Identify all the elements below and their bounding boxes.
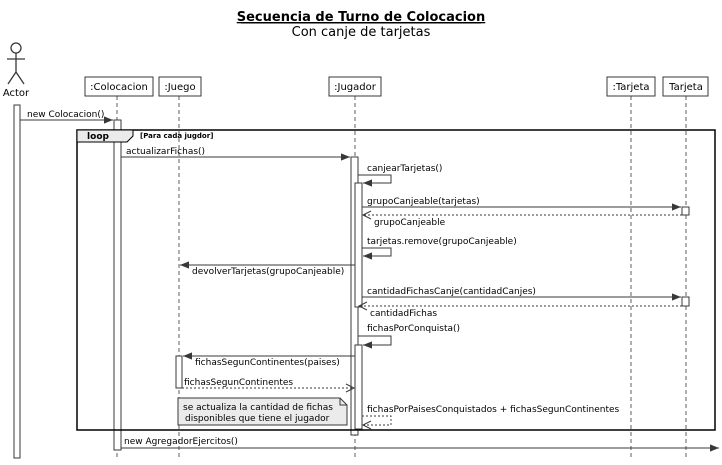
- note: se actualiza la cantidad de fichas dispo…: [177, 397, 348, 426]
- participant-juego-label: :Juego: [164, 82, 195, 93]
- message-actualizar-fichas-label: actualizarFichas(): [126, 147, 205, 157]
- note-line-1: se actualiza la cantidad de fichas: [183, 403, 333, 413]
- message-actualizar-fichas: actualizarFichas(): [121, 147, 350, 161]
- actor-label: Actor: [3, 88, 30, 99]
- loop-fragment: loop [Para cada jugdor]: [76, 129, 716, 431]
- message-cantidad-fichas-canje: cantidadFichasCanje(cantidadCanjes): [362, 287, 681, 301]
- actor-figure-icon: [7, 42, 25, 85]
- participant-tarjeta-cls-label: Tarjeta: [668, 82, 703, 93]
- message-cantidad-fichas-canje-label: cantidadFichasCanje(cantidadCanjes): [367, 287, 536, 297]
- message-new-agregador-label: new AgregadorEjercitos(): [124, 437, 238, 447]
- message-fichas-segun-continentes-return: fichasSegunContinentes: [182, 378, 356, 393]
- message-new-colocacion: new Colocacion(): [20, 110, 113, 124]
- participant-tarjeta-obj-label: :Tarjeta: [612, 82, 649, 93]
- message-canjear-tarjetas: canjearTarjetas(): [358, 164, 442, 187]
- loop-guard: [Para cada jugdor]: [140, 132, 213, 140]
- participant-tarjeta-cls: Tarjeta: [662, 76, 709, 97]
- activation-actor: [13, 104, 21, 459]
- participant-juego: :Juego: [158, 76, 202, 97]
- message-grupo-canjeable-call: grupoCanjeable(tarjetas): [362, 197, 681, 211]
- message-fichas-segun-continentes-call-label: fichasSegunContinentes(paises): [195, 358, 340, 368]
- participant-jugador: :Jugador: [328, 76, 382, 97]
- message-new-colocacion-label: new Colocacion(): [27, 110, 104, 120]
- diagram-title: Secuencia de Turno de Colocacion: [237, 10, 485, 25]
- participant-tarjeta-obj: :Tarjeta: [606, 76, 656, 97]
- message-devolver-tarjetas-label: devolverTarjetas(grupoCanjeable): [192, 267, 344, 277]
- message-cantidad-fichas-return: cantidadFichas: [357, 301, 682, 319]
- message-canjear-tarjetas-label: canjearTarjetas(): [367, 164, 442, 174]
- activation-juego: [175, 355, 183, 389]
- participant-jugador-label: :Jugador: [334, 82, 377, 93]
- activation-colocacion: [113, 119, 122, 451]
- message-tarjetas-remove: tarjetas.remove(grupoCanjeable): [362, 237, 517, 260]
- message-grupo-canjeable-return-label: grupoCanjeable: [374, 218, 446, 228]
- participant-colocacion: :Colocacion: [84, 76, 154, 97]
- activation-bars: [13, 104, 690, 459]
- participant-colocacion-label: :Colocacion: [90, 82, 148, 93]
- message-new-agregador: new AgregadorEjercitos(): [121, 437, 719, 452]
- message-fichas-segun-continentes-call: fichasSegunContinentes(paises): [183, 352, 355, 368]
- message-grupo-canjeable-return: grupoCanjeable: [361, 210, 682, 228]
- diagram-subtitle: Con canje de tarjetas: [292, 25, 431, 40]
- activation-tarjeta-1: [681, 206, 690, 216]
- message-fichas-por-paises-return: fichasPorPaisesConquistados + fichasSegu…: [361, 405, 620, 430]
- message-tarjetas-remove-label: tarjetas.remove(grupoCanjeable): [367, 237, 517, 247]
- message-devolver-tarjetas: devolverTarjetas(grupoCanjeable): [180, 261, 355, 277]
- activation-jugador-conquista: [354, 344, 363, 430]
- activation-tarjeta-2: [681, 296, 690, 307]
- message-cantidad-fichas-return-label: cantidadFichas: [370, 309, 437, 319]
- message-grupo-canjeable-call-label: grupoCanjeable(tarjetas): [367, 197, 480, 207]
- message-fichas-por-conquista: fichasPorConquista(): [358, 324, 460, 349]
- message-fichas-segun-continentes-return-label: fichasSegunContinentes: [184, 378, 293, 388]
- loop-keyword: loop: [87, 132, 109, 142]
- note-line-2: disponibles que tiene el jugador: [185, 414, 330, 424]
- message-fichas-por-paises-return-label: fichasPorPaisesConquistados + fichasSegu…: [367, 405, 620, 415]
- activation-jugador-canje: [354, 182, 363, 308]
- message-fichas-por-conquista-label: fichasPorConquista(): [367, 324, 460, 334]
